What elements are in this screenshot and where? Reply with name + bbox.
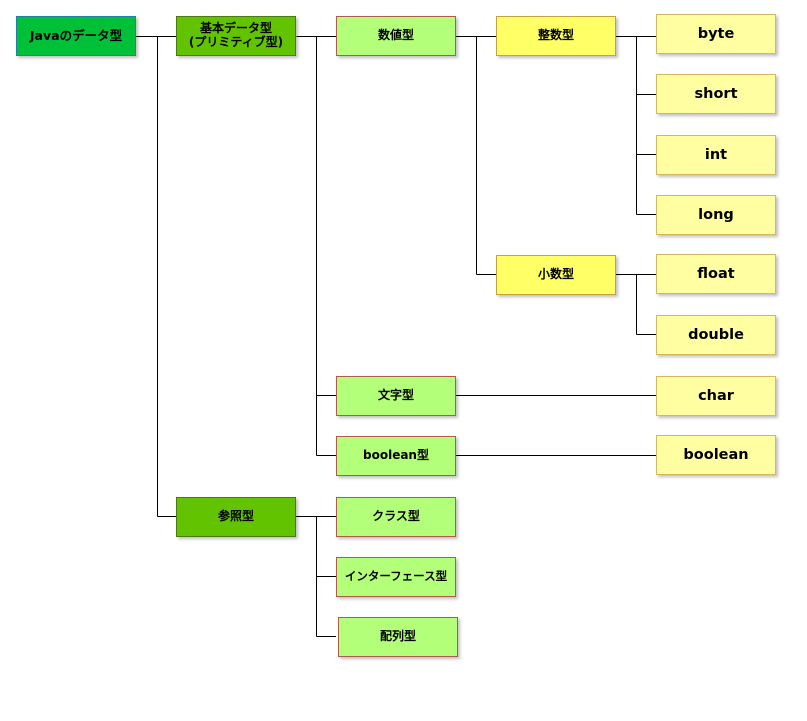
node-label: 整数型 bbox=[537, 28, 574, 43]
node-label: 配列型 bbox=[379, 629, 416, 644]
node-label: インターフェース型 bbox=[344, 569, 448, 584]
node-integer-type: 整数型 bbox=[496, 16, 616, 56]
node-boolean-type: boolean型 bbox=[336, 436, 456, 476]
connector-primitive bbox=[296, 36, 336, 456]
node-java-data-types: Javaのデータ型 bbox=[16, 16, 136, 56]
connector-reference bbox=[295, 516, 336, 637]
node-char: char bbox=[656, 376, 776, 416]
node-int: int bbox=[656, 135, 776, 175]
node-interface-type: インターフェース型 bbox=[336, 557, 456, 597]
node-label: クラス型 bbox=[372, 509, 420, 524]
node-label: Javaのデータ型 bbox=[29, 27, 123, 43]
node-double: double bbox=[656, 315, 776, 355]
connector-numeric bbox=[455, 36, 496, 275]
node-label: short bbox=[694, 85, 738, 102]
node-label: double bbox=[688, 326, 744, 343]
node-label: boolean bbox=[683, 446, 749, 463]
node-label: float bbox=[697, 265, 735, 282]
node-label: byte bbox=[697, 25, 735, 42]
node-boolean: boolean bbox=[656, 435, 776, 475]
node-reference-types: 参照型 bbox=[176, 497, 296, 537]
node-long: long bbox=[656, 195, 776, 235]
connector-decimal bbox=[615, 274, 656, 335]
node-byte: byte bbox=[656, 14, 776, 54]
node-decimal-type: 小数型 bbox=[496, 255, 616, 295]
connector-integer bbox=[615, 36, 656, 215]
node-float: float bbox=[656, 254, 776, 294]
node-label: boolean型 bbox=[363, 448, 429, 463]
node-numeric-type: 数値型 bbox=[336, 16, 456, 56]
connector-root bbox=[135, 36, 176, 517]
node-label: char bbox=[698, 387, 734, 404]
node-class-type: クラス型 bbox=[336, 497, 456, 537]
node-label: 文字型 bbox=[377, 388, 414, 403]
node-label: int bbox=[704, 146, 728, 163]
node-label: 基本データ型 (プリミティブ型) bbox=[188, 21, 284, 49]
node-label: 小数型 bbox=[537, 267, 574, 282]
node-character-type: 文字型 bbox=[336, 376, 456, 416]
node-short: short bbox=[656, 74, 776, 114]
node-primitive-types: 基本データ型 (プリミティブ型) bbox=[176, 16, 296, 56]
node-label: long bbox=[698, 206, 734, 223]
node-label: 参照型 bbox=[217, 509, 254, 524]
node-array-type: 配列型 bbox=[338, 617, 458, 657]
node-label: 数値型 bbox=[377, 28, 414, 43]
